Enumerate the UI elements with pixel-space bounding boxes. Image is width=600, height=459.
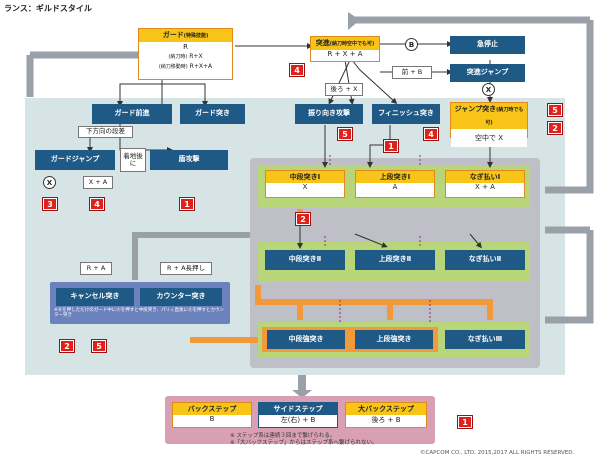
badge-5: 5	[548, 104, 562, 116]
plus-sign: +	[193, 53, 199, 60]
sidestep-label: サイドステップ	[259, 403, 337, 415]
plus-sign: +	[203, 63, 209, 70]
combo1-mid-box: 中段突きⅠ X	[265, 170, 345, 198]
x-button-icon: X	[198, 53, 203, 60]
jump-thrust-note: (納刀時でも可)	[485, 107, 524, 126]
turn-attack-node: 振り向き攻撃	[295, 104, 363, 124]
r-plus-a-label: R + A	[80, 262, 112, 275]
jump-thrust-label: ジャンプ突き	[454, 105, 497, 113]
shield-attack-node: 盾攻撃	[150, 150, 228, 170]
combo2-sweep-node: なぎ払いⅡ	[445, 250, 525, 270]
combo3-high-node: 上段強突き	[355, 330, 433, 349]
back-x-label: 後ろ + X	[325, 83, 363, 96]
midair-label: 空中で X	[451, 129, 527, 147]
plus-sign: +	[193, 63, 199, 70]
guard-row-1: R	[139, 42, 232, 52]
badge-1: 1	[384, 140, 398, 152]
step-note-1: ※ ステップ系は連続３回まで繋げられる。	[230, 433, 336, 439]
sudden-stop-node: 急停止	[450, 36, 525, 54]
combo1-sweep-label: なぎ払いⅠ	[446, 171, 524, 183]
after-land-label: 着地後に	[120, 148, 146, 172]
guard-row2-note: (納刀時)	[168, 54, 188, 60]
guard-header: ガード(特殊技能)	[139, 29, 232, 42]
badge-2: 2	[60, 340, 74, 352]
badge-3: 3	[43, 198, 57, 210]
a-button-icon: A	[208, 63, 213, 70]
big-backstep-cmd: 後ろ + B	[346, 415, 426, 425]
badge-2: 2	[548, 122, 562, 134]
backstep-label: バックステップ	[173, 403, 251, 415]
x-button-icon: X	[482, 83, 495, 96]
jump-thrust-header: ジャンプ突き(納刀時でも可)	[451, 103, 527, 129]
guard-label: ガード	[162, 31, 184, 39]
combo2-mid-node: 中段突きⅡ	[265, 250, 345, 270]
copyright: ©CAPCOM CO., LTD. 2015,2017 ALL RIGHTS R…	[420, 450, 575, 456]
after-land-text-2: に	[129, 159, 137, 167]
big-backstep-box: 大バックステップ 後ろ + B	[345, 402, 427, 428]
jump-thrust-box: ジャンプ突き(納刀時でも可) 空中で X	[450, 102, 528, 147]
finish-thrust-node: フィニッシュ突き	[372, 104, 440, 124]
x-button-icon: X	[43, 176, 56, 189]
guard-advance-node: ガード前進	[92, 104, 172, 124]
charge-note: (納刀時空中でも可)	[329, 41, 375, 47]
combo1-mid-label: 中段突きⅠ	[266, 171, 344, 183]
combo3-sweep-node: なぎ払いⅢ	[445, 330, 525, 349]
sidestep-box: サイドステップ 左(右) + B	[258, 402, 338, 428]
badge-5: 5	[92, 340, 106, 352]
sidestep-cmd: 左(右) + B	[259, 415, 337, 425]
combo1-sweep-box: なぎ払いⅠ X + A	[445, 170, 525, 198]
cancel-thrust-node: キャンセル突き	[56, 288, 134, 306]
x-plus-a-label: X + A	[83, 176, 113, 189]
charge-cmd: R + X + A	[311, 50, 379, 58]
counter-thrust-node: カウンター突き	[140, 288, 222, 306]
combo1-mid-cmd: X	[266, 183, 344, 191]
badge-1: 1	[180, 198, 194, 210]
after-land-text: 着地後	[123, 151, 143, 160]
down-step-label: 下方向の段差	[78, 126, 133, 138]
badge-1: 1	[458, 416, 472, 428]
x-button-icon: X	[198, 63, 203, 70]
badge-4: 4	[90, 198, 104, 210]
backstep-cmd: B	[173, 415, 251, 423]
counter-note: ※Ⓡを押しただけのガード中にⒶを押すと中段突き、パリィ直後にⒶを押すとカウンター…	[54, 308, 224, 318]
r-button-icon: R	[189, 53, 194, 60]
combo2-high-node: 上段突きⅡ	[355, 250, 435, 270]
page-title: ランス：ギルドスタイル	[4, 4, 92, 13]
charge-header: 突進(納刀時空中でも可)	[311, 37, 379, 50]
guard-row-2: (納刀時) R+X	[139, 52, 232, 62]
jump-charge-node: 突進ジャンプ	[450, 64, 525, 82]
guard-thrust-node: ガード突き	[180, 104, 245, 124]
badge-4: 4	[424, 128, 438, 140]
guard-note: (特殊技能)	[183, 33, 209, 39]
charge-label: 突進	[315, 39, 330, 47]
combo1-high-label: 上段突きⅠ	[356, 171, 434, 183]
combo3-mid-node: 中段強突き	[267, 330, 345, 349]
badge-5: 5	[338, 128, 352, 140]
guard-jump-node: ガードジャンプ	[35, 150, 115, 170]
b-button-icon: B	[405, 38, 418, 51]
backstep-box: バックステップ B	[172, 402, 252, 428]
combo1-high-cmd: A	[356, 183, 434, 191]
guard-row-3: (納刀移動時) R+X+A	[139, 62, 232, 72]
r-plus-a-hold-label: R + A長押し	[160, 262, 212, 275]
r-button-icon: R	[183, 43, 188, 51]
step-note-2: ※「大バックステップ」からはステップ系へ繋げられない。	[230, 440, 378, 446]
midair-text: 空中で	[474, 134, 496, 142]
badge-2: 2	[296, 213, 310, 225]
guard-box: ガード(特殊技能) R (納刀時) R+X (納刀移動時) R+X+A	[138, 28, 233, 80]
x-button-icon: X	[498, 134, 504, 142]
combo1-high-box: 上段突きⅠ A	[355, 170, 435, 198]
big-backstep-label: 大バックステップ	[346, 403, 426, 415]
guard-row3-note: (納刀移動時)	[158, 64, 188, 70]
r-button-icon: R	[189, 63, 194, 70]
combo1-sweep-cmd: X + A	[446, 183, 524, 191]
charge-box: 突進(納刀時空中でも可) R + X + A	[310, 36, 380, 62]
badge-4: 4	[290, 64, 304, 76]
forward-b-label: 前 + B	[392, 66, 432, 79]
